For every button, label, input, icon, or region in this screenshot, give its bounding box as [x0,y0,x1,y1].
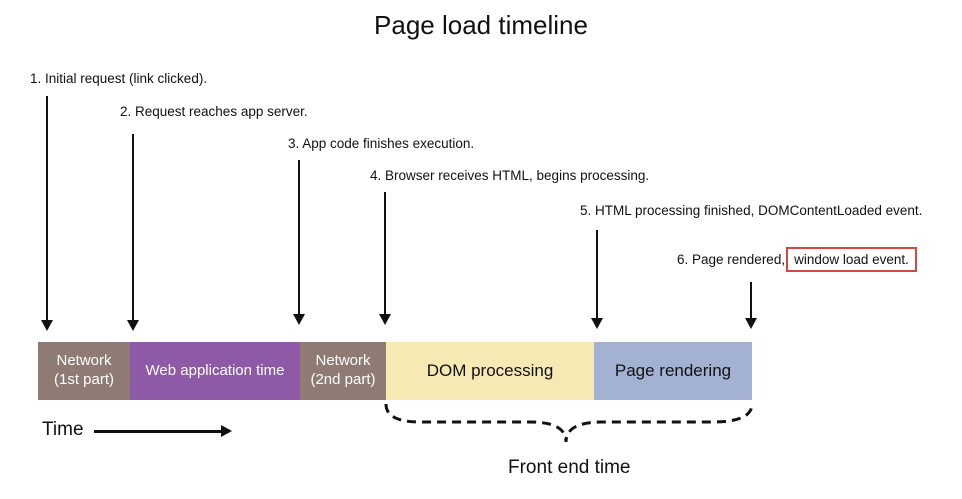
segment-network-1st-line1: Network [56,352,112,370]
step-3-arrow [293,160,305,325]
step-4-arrow [379,192,391,325]
segment-web-application-time: Web application time [130,342,300,400]
front-end-brace [384,403,754,443]
segment-network-1st: Network(1st part) [38,342,130,400]
step-2-label: 2. Request reaches app server. [120,104,308,119]
time-label: Time [42,419,84,440]
step-6-text: 6. Page rendered, [677,252,786,267]
segment-network-2nd-line1: Network [315,352,371,370]
segment-network-2nd: Network(2nd part) [300,342,386,400]
step-5-label: 5. HTML processing finished, DOMContentL… [580,203,923,218]
step-1-arrow [41,96,53,331]
step-4-label: 4. Browser receives HTML, begins process… [370,168,650,183]
step-2-arrow [127,134,139,331]
time-arrow [94,425,232,437]
step-3-label: 3. App code finishes execution. [288,136,475,151]
step-1-label: 1. Initial request (link clicked). [30,71,208,86]
segment-page-rendering: Page rendering [594,342,752,400]
front-end-time-label: Front end time [508,457,631,478]
segment-dom-processing-label: DOM processing [426,361,554,381]
step-5-arrow [591,230,603,329]
segment-page-rendering-label: Page rendering [614,361,732,381]
segment-network-1st-line2: (1st part) [53,371,114,388]
segment-web-application-time-label: Web application time [145,361,285,379]
segment-dom-processing: DOM processing [386,342,594,400]
segment-network-2nd-line2: (2nd part) [310,371,376,388]
step-6-arrow [745,282,757,329]
diagram-title: Page load timeline [374,10,588,40]
window-load-highlight: window load event. [786,247,917,272]
step-6-label: 6. Page rendered,window load event. [677,247,917,272]
